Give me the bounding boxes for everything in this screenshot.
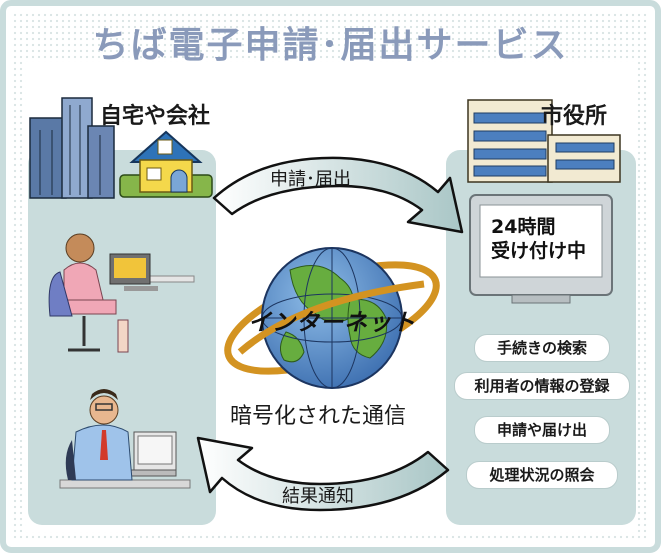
globe-icon — [224, 247, 440, 389]
service-user-registration: 利用者の情報の登録 — [454, 372, 630, 400]
result-arrow — [196, 436, 450, 512]
woman-at-computer-icon — [48, 233, 195, 353]
home-label: 自宅や会社 — [100, 104, 211, 129]
apply-arrow — [212, 156, 464, 234]
service-procedure-search: 手続きの検索 — [474, 334, 610, 362]
result-arrow-label: 結果通知 — [282, 486, 354, 507]
city-hall-icon — [467, 99, 621, 183]
page-title: ちば電子申請･届出サービス — [92, 24, 569, 66]
internet-label: インターネット — [248, 310, 416, 336]
monitor-screen-text: 24時間 受け付け中 — [491, 216, 587, 262]
apply-arrow-label: 申請･届出 — [270, 169, 351, 190]
house-icon — [119, 130, 213, 198]
office-buildings-icon — [29, 97, 115, 199]
man-at-computer-icon — [59, 389, 191, 489]
city-hall-label: 市役所 — [541, 104, 608, 129]
monitor-icon — [469, 194, 613, 304]
service-application: 申請や届け出 — [474, 416, 610, 444]
service-status-inquiry: 処理状況の照会 — [466, 461, 618, 489]
encryption-label: 暗号化された通信 — [230, 404, 407, 429]
